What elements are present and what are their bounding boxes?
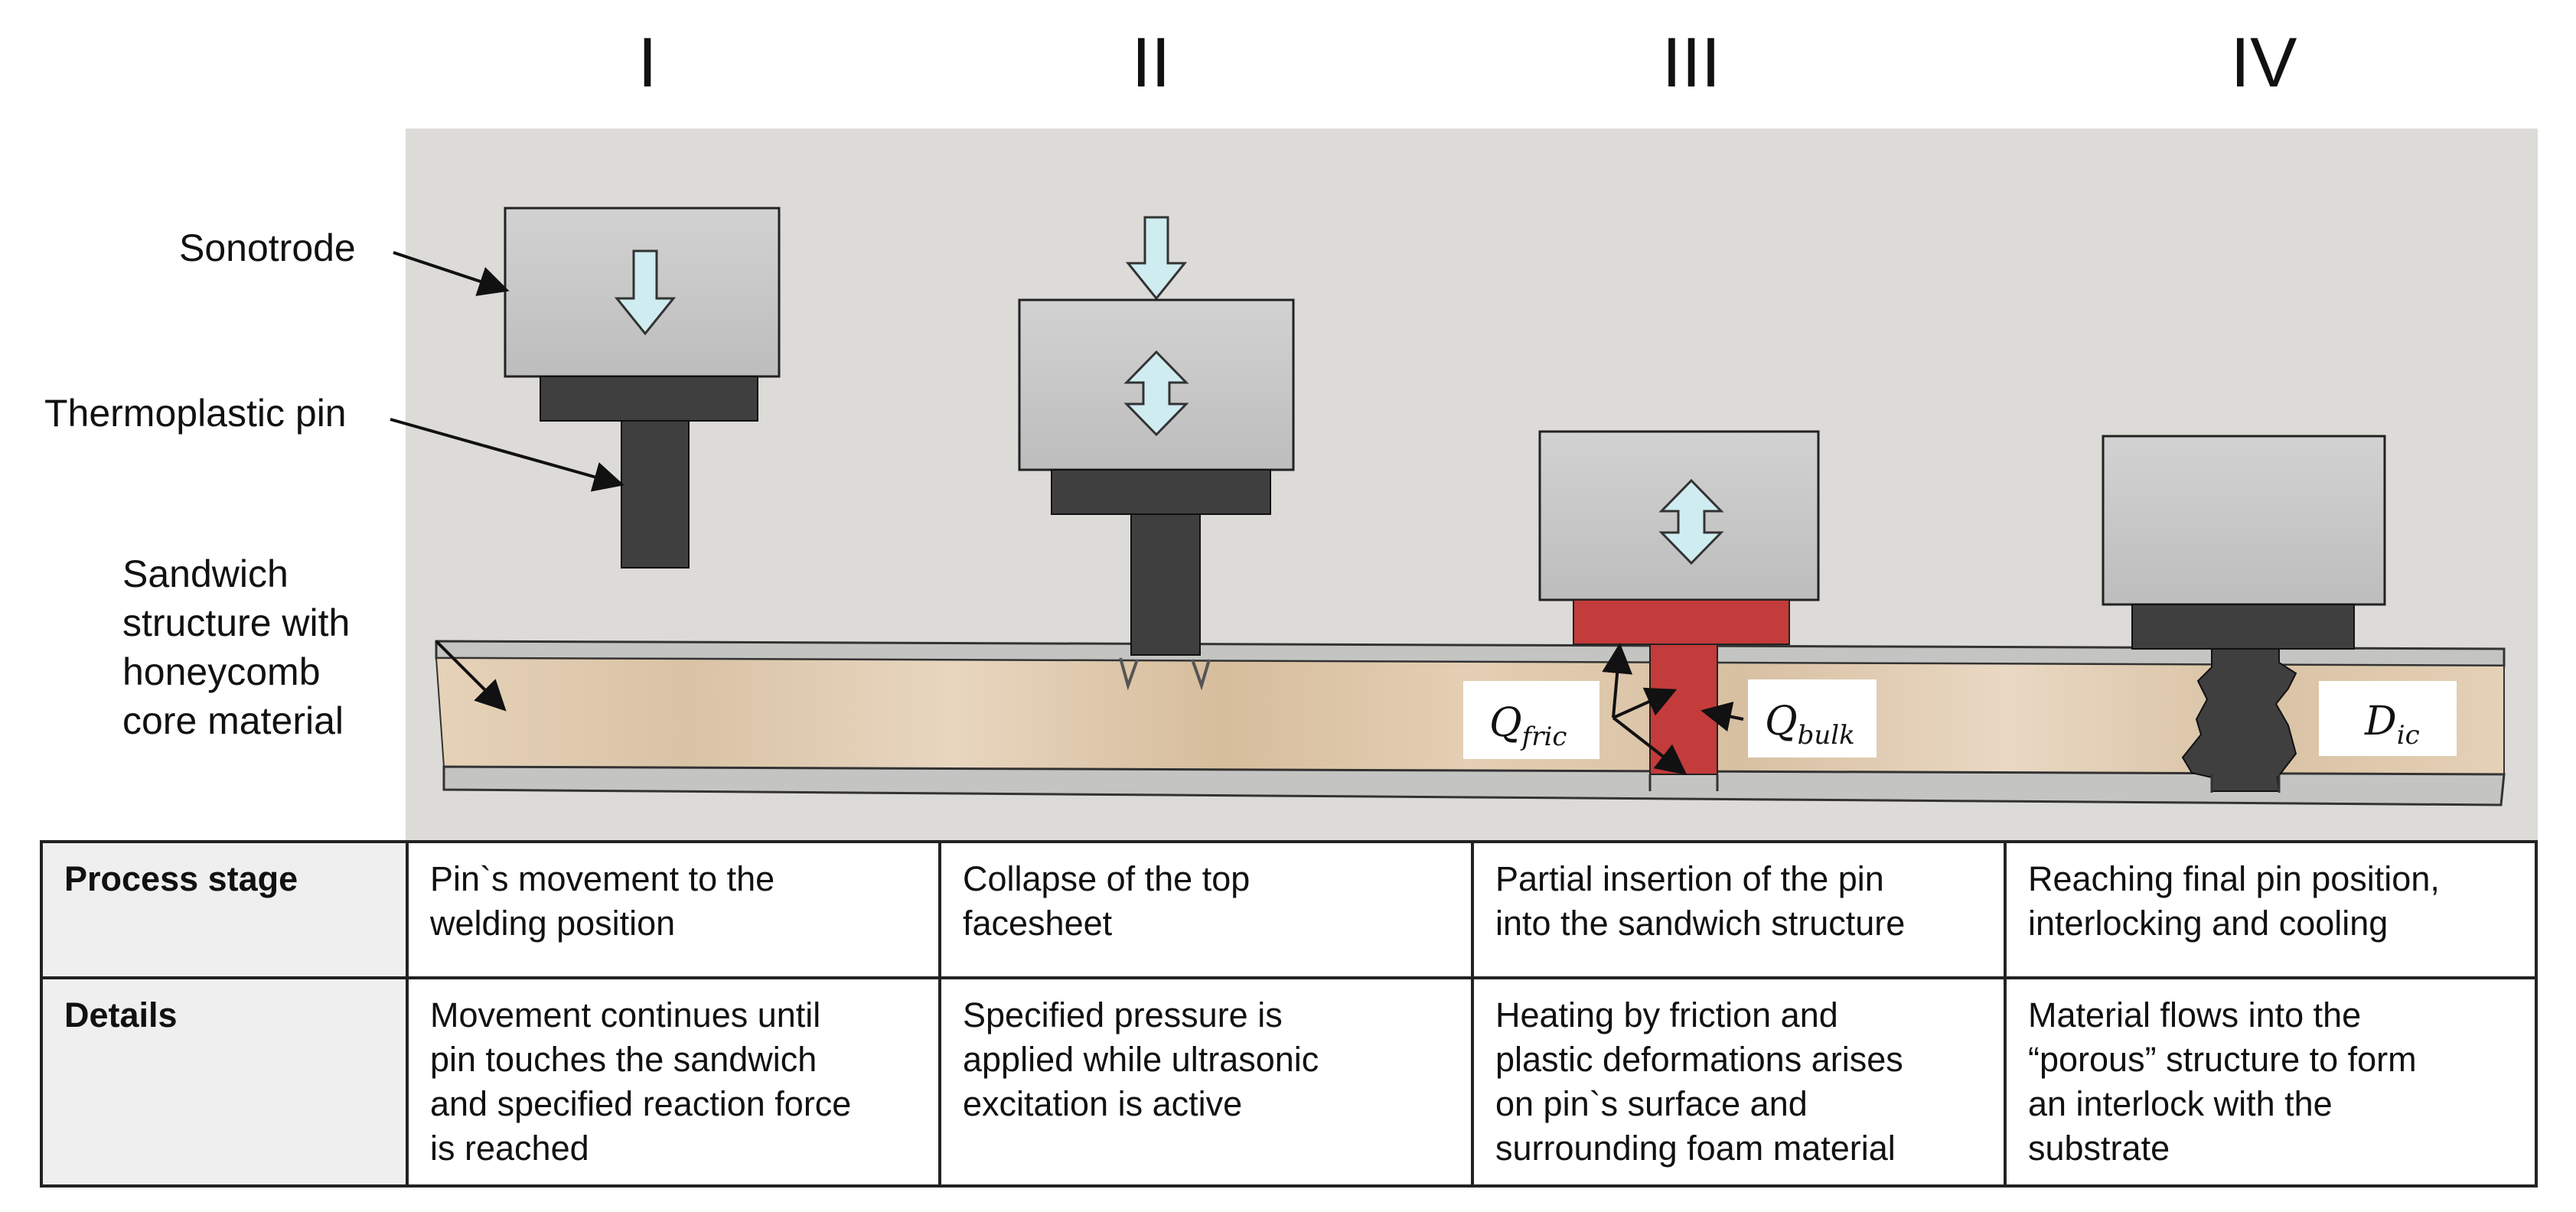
- table-cell: Heating by friction and plastic deformat…: [1471, 976, 2007, 1188]
- stage-2-setup: [1018, 216, 1295, 691]
- pin-leader-line: [390, 418, 624, 492]
- d-ic-label-box: [2319, 681, 2457, 756]
- stage-label-3: III: [1661, 24, 1721, 102]
- cell-line: Collapse of the top: [963, 859, 1251, 898]
- downward-arrow-icon: [614, 249, 677, 336]
- cell-line: welding position: [430, 904, 676, 943]
- friction-heat-arrow: [1612, 687, 1678, 719]
- label-line: core material: [122, 699, 344, 742]
- vibration-arrow-icon: [1123, 350, 1189, 437]
- heated-pin-head: [1573, 599, 1790, 645]
- row-header: Process stage: [40, 840, 409, 979]
- sonotrode-label: Sonotrode: [179, 226, 356, 269]
- pin-head: [540, 376, 758, 422]
- sandwich-leader-line: [435, 640, 507, 712]
- table-cell: Specified pressure is applied while ultr…: [938, 976, 1474, 1188]
- table-row-details: Details Movement continues until pin tou…: [40, 976, 2538, 1188]
- thermoplastic-pin: [621, 420, 690, 569]
- friction-heat-arrow: [1602, 643, 1633, 718]
- stage-3-setup: Qfric Qbulk: [1463, 430, 1877, 791]
- table-cell: Partial insertion of the pin into the sa…: [1471, 840, 2007, 979]
- q-bulk-label-box: [1748, 679, 1877, 758]
- table-cell: Movement continues until pin touches the…: [406, 976, 941, 1188]
- stage-label-4: IV: [2230, 24, 2297, 102]
- sonotrode: [2102, 435, 2386, 606]
- cell-line: Partial insertion of the pin: [1495, 859, 1884, 898]
- cell-line: facesheet: [963, 904, 1113, 943]
- label-line: honeycomb: [122, 650, 321, 693]
- cell-line: and specified reaction force: [430, 1084, 852, 1123]
- table-cell: Pin`s movement to the welding position: [406, 840, 941, 979]
- table-cell: Collapse of the top facesheet: [938, 840, 1474, 979]
- sandwich-structure-label: Sandwich structure with honeycomb core m…: [122, 549, 350, 745]
- cell-line: on pin`s surface and: [1495, 1084, 1808, 1123]
- cell-line: pin touches the sandwich: [430, 1040, 817, 1079]
- label-line: Sandwich: [122, 552, 289, 595]
- downward-arrow-icon: [1125, 216, 1188, 301]
- stage-label-2: II: [1131, 24, 1171, 102]
- friction-heat-arrow: [1612, 716, 1687, 775]
- q-fric-label-box: [1463, 681, 1599, 759]
- cell-line: substrate: [2028, 1129, 2170, 1168]
- table-row-process-stage: Process stage Pin`s movement to the weld…: [40, 840, 2538, 979]
- cell-line: excitation is active: [963, 1084, 1243, 1123]
- table-cell: Material flows into the “porous” structu…: [2004, 976, 2538, 1188]
- cell-line: interlocking and cooling: [2028, 904, 2389, 943]
- cell-line: Material flows into the: [2028, 995, 2362, 1034]
- cell-line: Reaching final pin position,: [2028, 859, 2440, 898]
- table-cell: Reaching final pin position, interlockin…: [2004, 840, 2538, 979]
- thermoplastic-pin-label: Thermoplastic pin: [44, 392, 347, 435]
- stage-label-1: I: [637, 24, 657, 102]
- cell-line: an interlock with the: [2028, 1084, 2333, 1123]
- cell-line: surrounding foam material: [1495, 1129, 1896, 1168]
- vibration-arrow-icon: [1658, 478, 1724, 565]
- pin-head: [1051, 469, 1271, 515]
- cell-line: Specified pressure is: [963, 995, 1283, 1034]
- cell-line: Movement continues until: [430, 995, 821, 1034]
- cell-line: Heating by friction and: [1495, 995, 1838, 1034]
- thermoplastic-pin: [1130, 513, 1201, 656]
- bottom-facesheet: [442, 765, 2506, 806]
- cell-line: plastic deformations arises: [1495, 1040, 1903, 1079]
- bulk-heat-arrow: [1700, 701, 1744, 732]
- interlocked-pin: [2181, 648, 2297, 792]
- process-table: Process stage Pin`s movement to the weld…: [40, 840, 2538, 1188]
- pin-head: [2131, 604, 2355, 650]
- cell-line: applied while ultrasonic: [963, 1040, 1319, 1079]
- cell-line: Pin`s movement to the: [430, 859, 775, 898]
- row-header: Details: [40, 976, 409, 1188]
- stage-4-setup: Dic: [2102, 435, 2457, 793]
- sonotrode-leader-line: [393, 251, 510, 296]
- cell-line: “porous” structure to form: [2028, 1040, 2417, 1079]
- cell-line: into the sandwich structure: [1495, 904, 1906, 943]
- collapsed-facesheet: [1119, 657, 1211, 691]
- cell-line: is reached: [430, 1129, 589, 1168]
- label-line: structure with: [122, 601, 351, 644]
